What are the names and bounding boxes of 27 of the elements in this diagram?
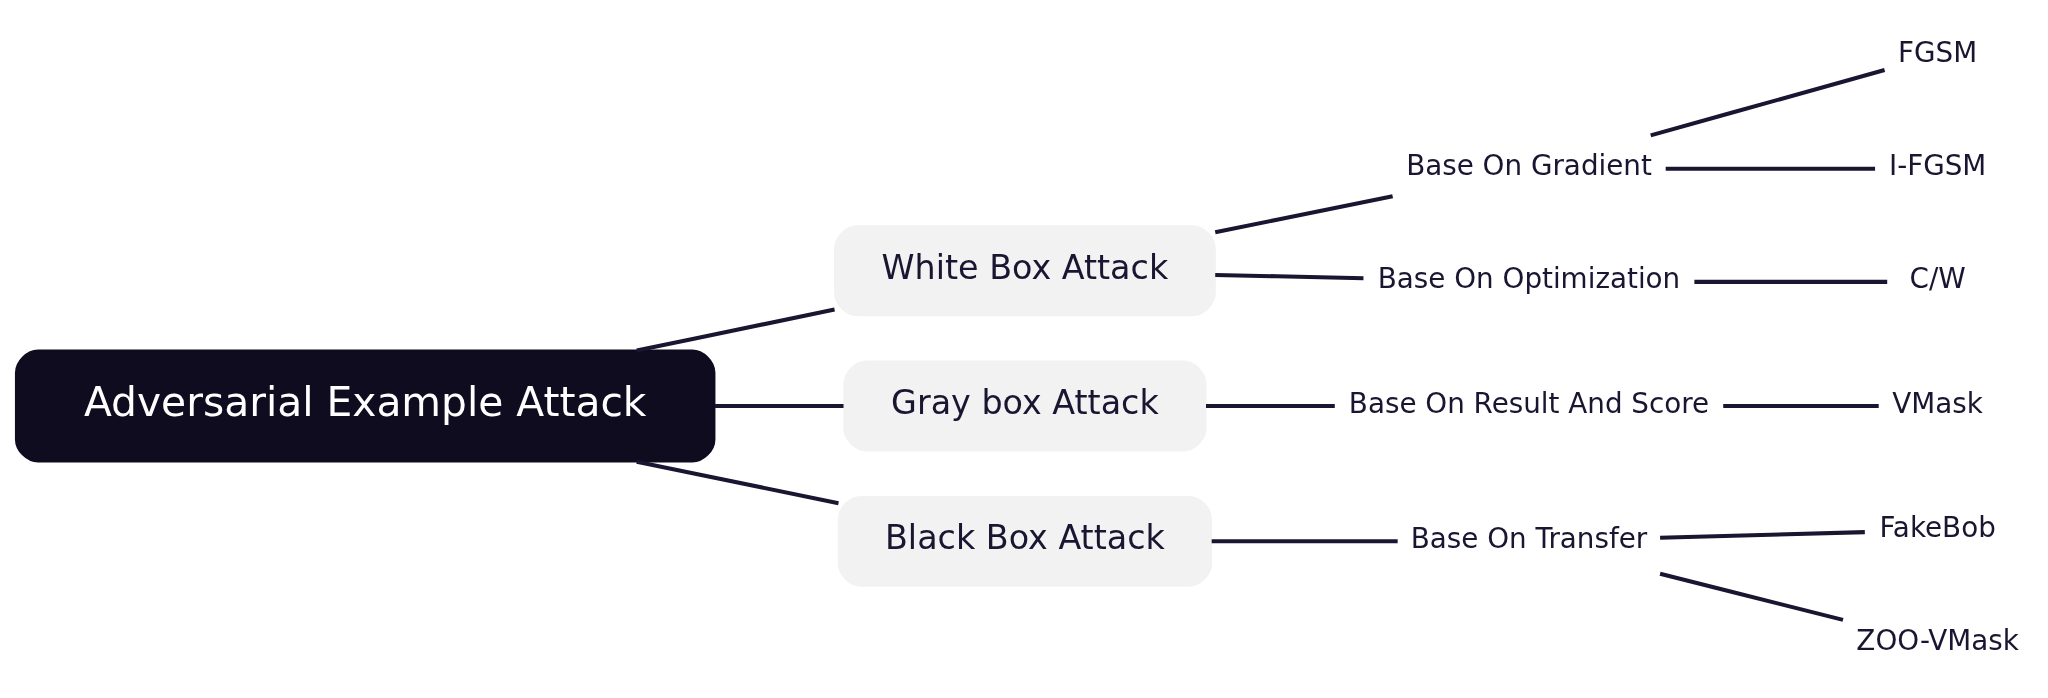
connector — [1214, 193, 1394, 234]
node-box: Gray box Attack — [843, 360, 1207, 451]
node-text: Base On Optimization — [1377, 261, 1681, 295]
connector — [1665, 166, 1876, 171]
connector — [1723, 403, 1879, 408]
node-text: VMask — [1892, 386, 1983, 420]
connector — [1660, 529, 1865, 540]
node-text: ZOO-VMask — [1856, 623, 2019, 657]
connector — [1659, 571, 1844, 622]
connector — [636, 307, 835, 352]
connector — [1206, 403, 1335, 408]
connector — [1215, 272, 1364, 280]
connector — [1211, 538, 1398, 543]
connector — [636, 459, 839, 505]
connector — [1650, 67, 1886, 137]
connector — [714, 403, 844, 408]
node-text: FakeBob — [1879, 510, 1996, 544]
node-text: I-FGSM — [1888, 148, 1987, 182]
connector — [1694, 279, 1888, 284]
node-text: Base On Result And Score — [1348, 386, 1710, 420]
node-box: Black Box Attack — [837, 495, 1213, 587]
node-box: Adversarial Example Attack — [14, 349, 716, 463]
node-text: Base On Gradient — [1406, 148, 1652, 182]
node-text: Base On Transfer — [1410, 521, 1648, 555]
node-text: FGSM — [1898, 35, 1978, 69]
node-text: C/W — [1909, 261, 1966, 295]
node-box: White Box Attack — [834, 224, 1216, 316]
